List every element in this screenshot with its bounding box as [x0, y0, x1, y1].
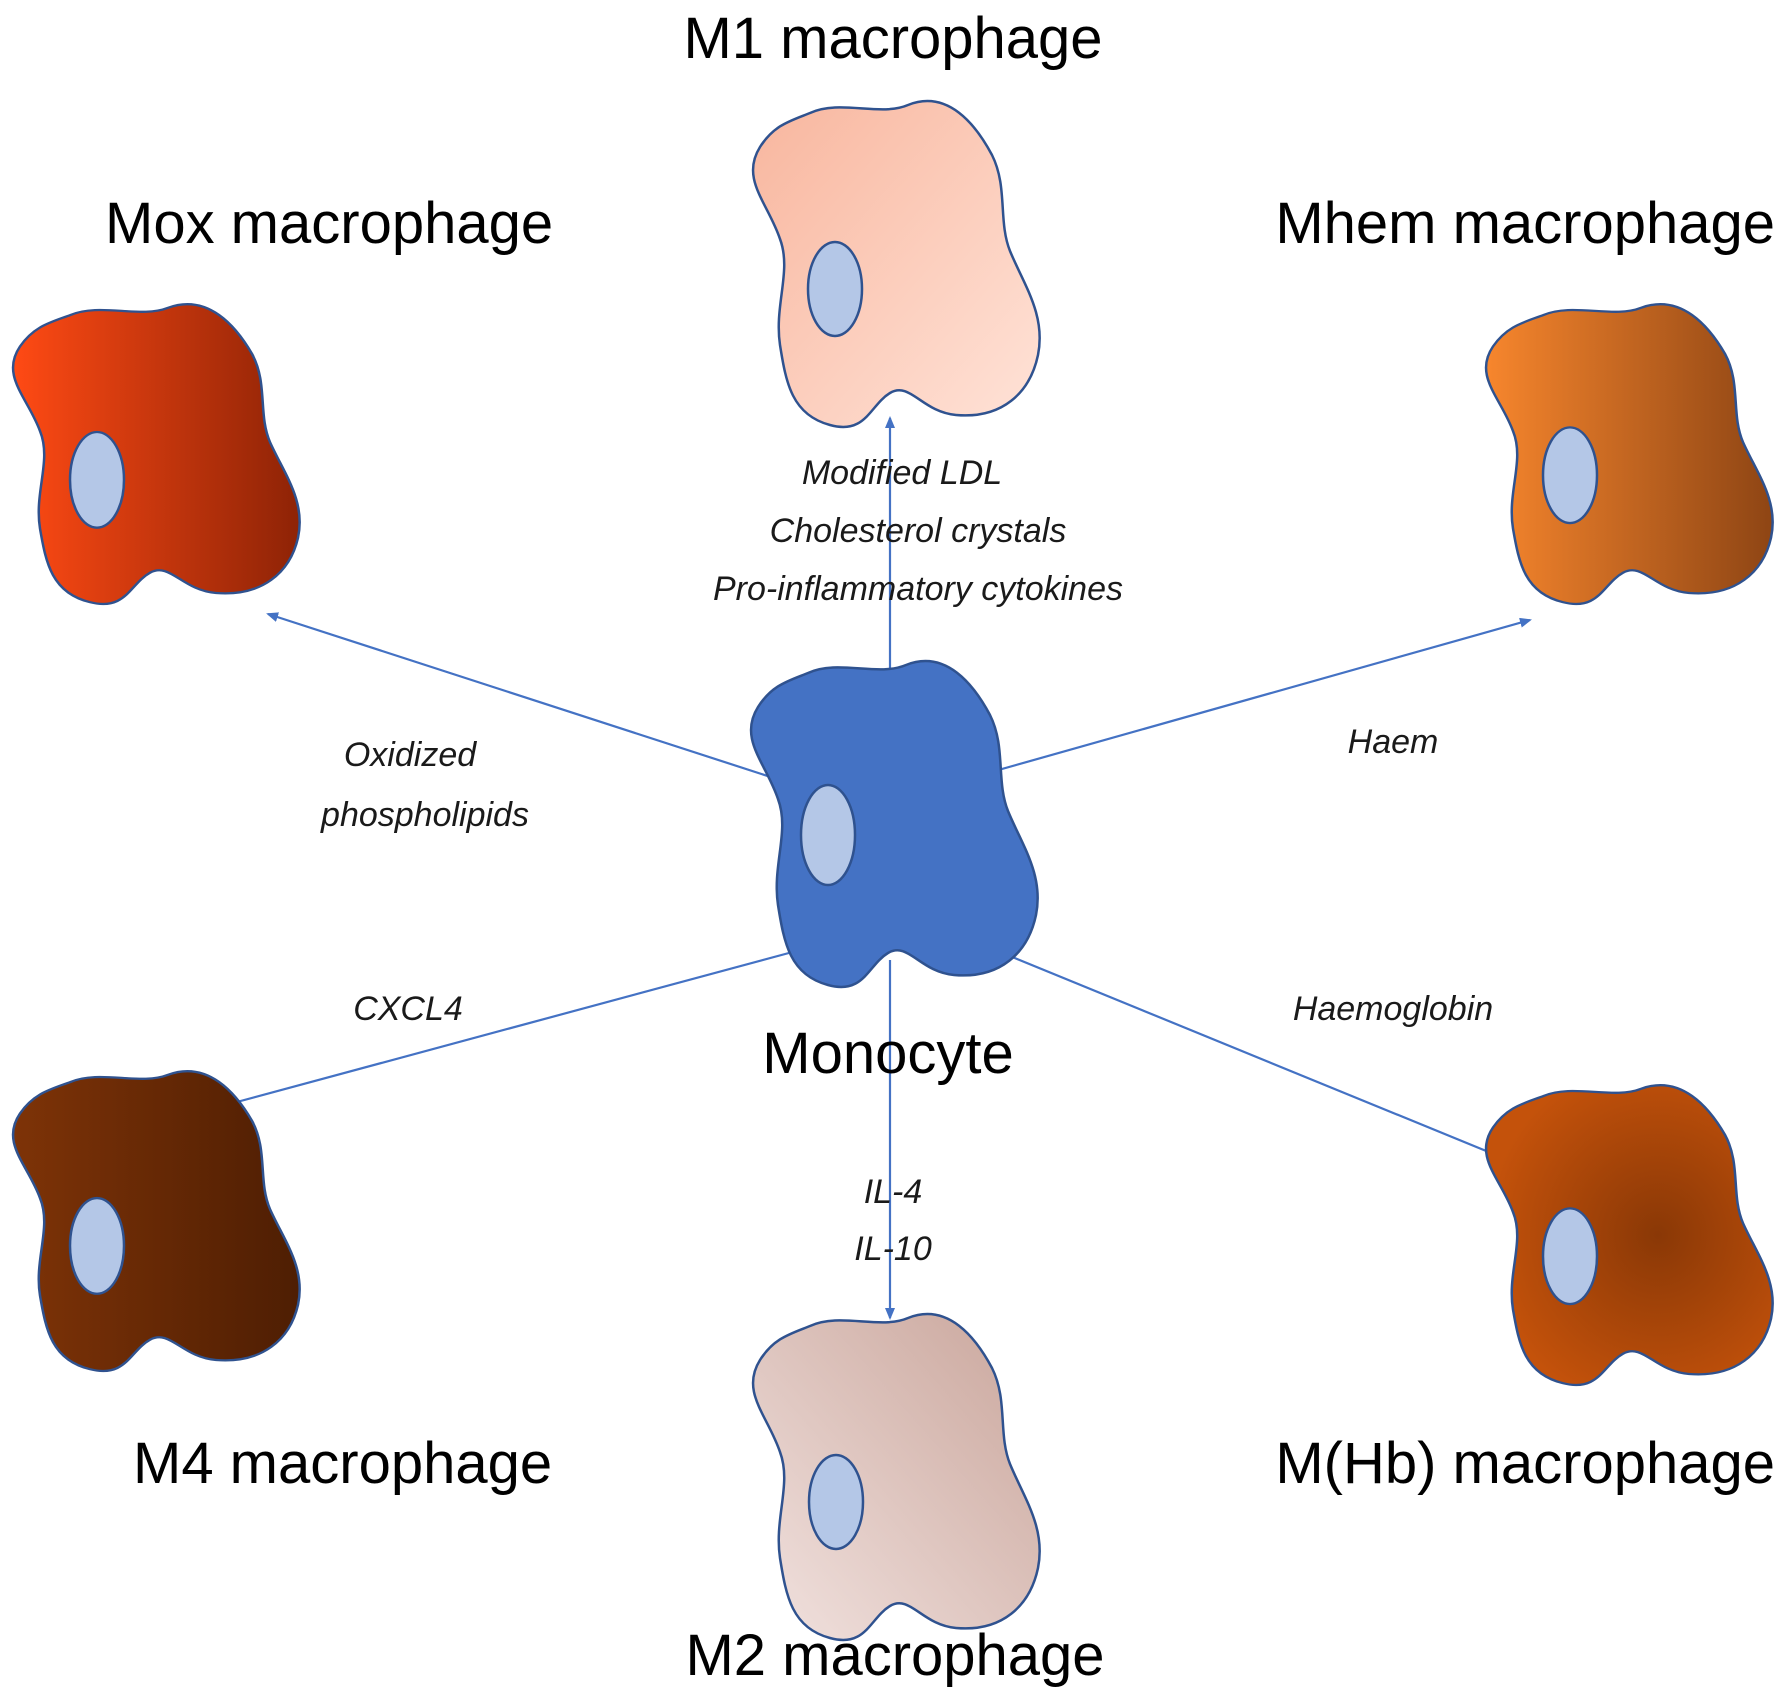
- stimulus-mhem-1: Haem: [1348, 723, 1439, 761]
- label-m2: M2 macrophage: [685, 1623, 1104, 1688]
- monocyte-nucleus: [799, 783, 857, 887]
- cell-m2: [751, 1312, 1041, 1642]
- cell-m2-body: [751, 1312, 1041, 1642]
- label-m4: M4 macrophage: [133, 1431, 552, 1496]
- label-mhem: Mhem macrophage: [1275, 191, 1775, 256]
- stimulus-m1-3: Pro-inflammatory cytokines: [713, 570, 1123, 608]
- monocyte-body: [749, 659, 1039, 989]
- stimulus-m1-1: Modified LDL: [802, 454, 1002, 492]
- stimulus-mox-2: phospholipids: [320, 796, 529, 834]
- cell-m1: [751, 99, 1041, 429]
- cell-monocyte: [749, 659, 1039, 989]
- cell-mox-nucleus: [68, 430, 126, 529]
- cell-mhb-nucleus: [1541, 1207, 1599, 1306]
- cell-mox: [11, 302, 301, 606]
- arrows-layer: [220, 416, 1532, 1320]
- cell-mhb: [1484, 1083, 1774, 1387]
- cell-mhem-nucleus: [1541, 426, 1599, 525]
- label-mhb: M(Hb) macrophage: [1275, 1431, 1775, 1496]
- arrow-to-m4: [220, 948, 801, 1109]
- arrow-to-mhb: [999, 950, 1520, 1166]
- stimulus-m2-1: IL-4: [864, 1173, 923, 1211]
- cell-m4-nucleus: [68, 1196, 126, 1295]
- cell-m4: [11, 1069, 301, 1373]
- cell-m1-nucleus: [806, 240, 864, 338]
- stimulus-m1-2: Cholesterol crystals: [770, 512, 1067, 550]
- cell-mhb-body: [1484, 1083, 1774, 1387]
- label-mox: Mox macrophage: [105, 191, 553, 256]
- cell-mhem: [1484, 302, 1774, 606]
- arrow-to-mhem: [969, 617, 1532, 780]
- cell-m1-body: [751, 99, 1041, 429]
- stimulus-mox-1: Oxidized: [344, 736, 477, 774]
- label-monocyte: Monocyte: [762, 1021, 1013, 1086]
- cell-mhem-body: [1484, 302, 1774, 606]
- label-m1: M1 macrophage: [683, 6, 1102, 71]
- stimulus-mhb-1: Haemoglobin: [1293, 990, 1493, 1028]
- arrow-to-mox: [266, 612, 781, 782]
- stimulus-m2-2: IL-10: [854, 1230, 932, 1268]
- stimulus-m4-1: CXCL4: [353, 990, 463, 1028]
- cell-m2-nucleus: [807, 1453, 865, 1551]
- cell-mox-body: [11, 302, 301, 606]
- cell-m4-body: [11, 1069, 301, 1373]
